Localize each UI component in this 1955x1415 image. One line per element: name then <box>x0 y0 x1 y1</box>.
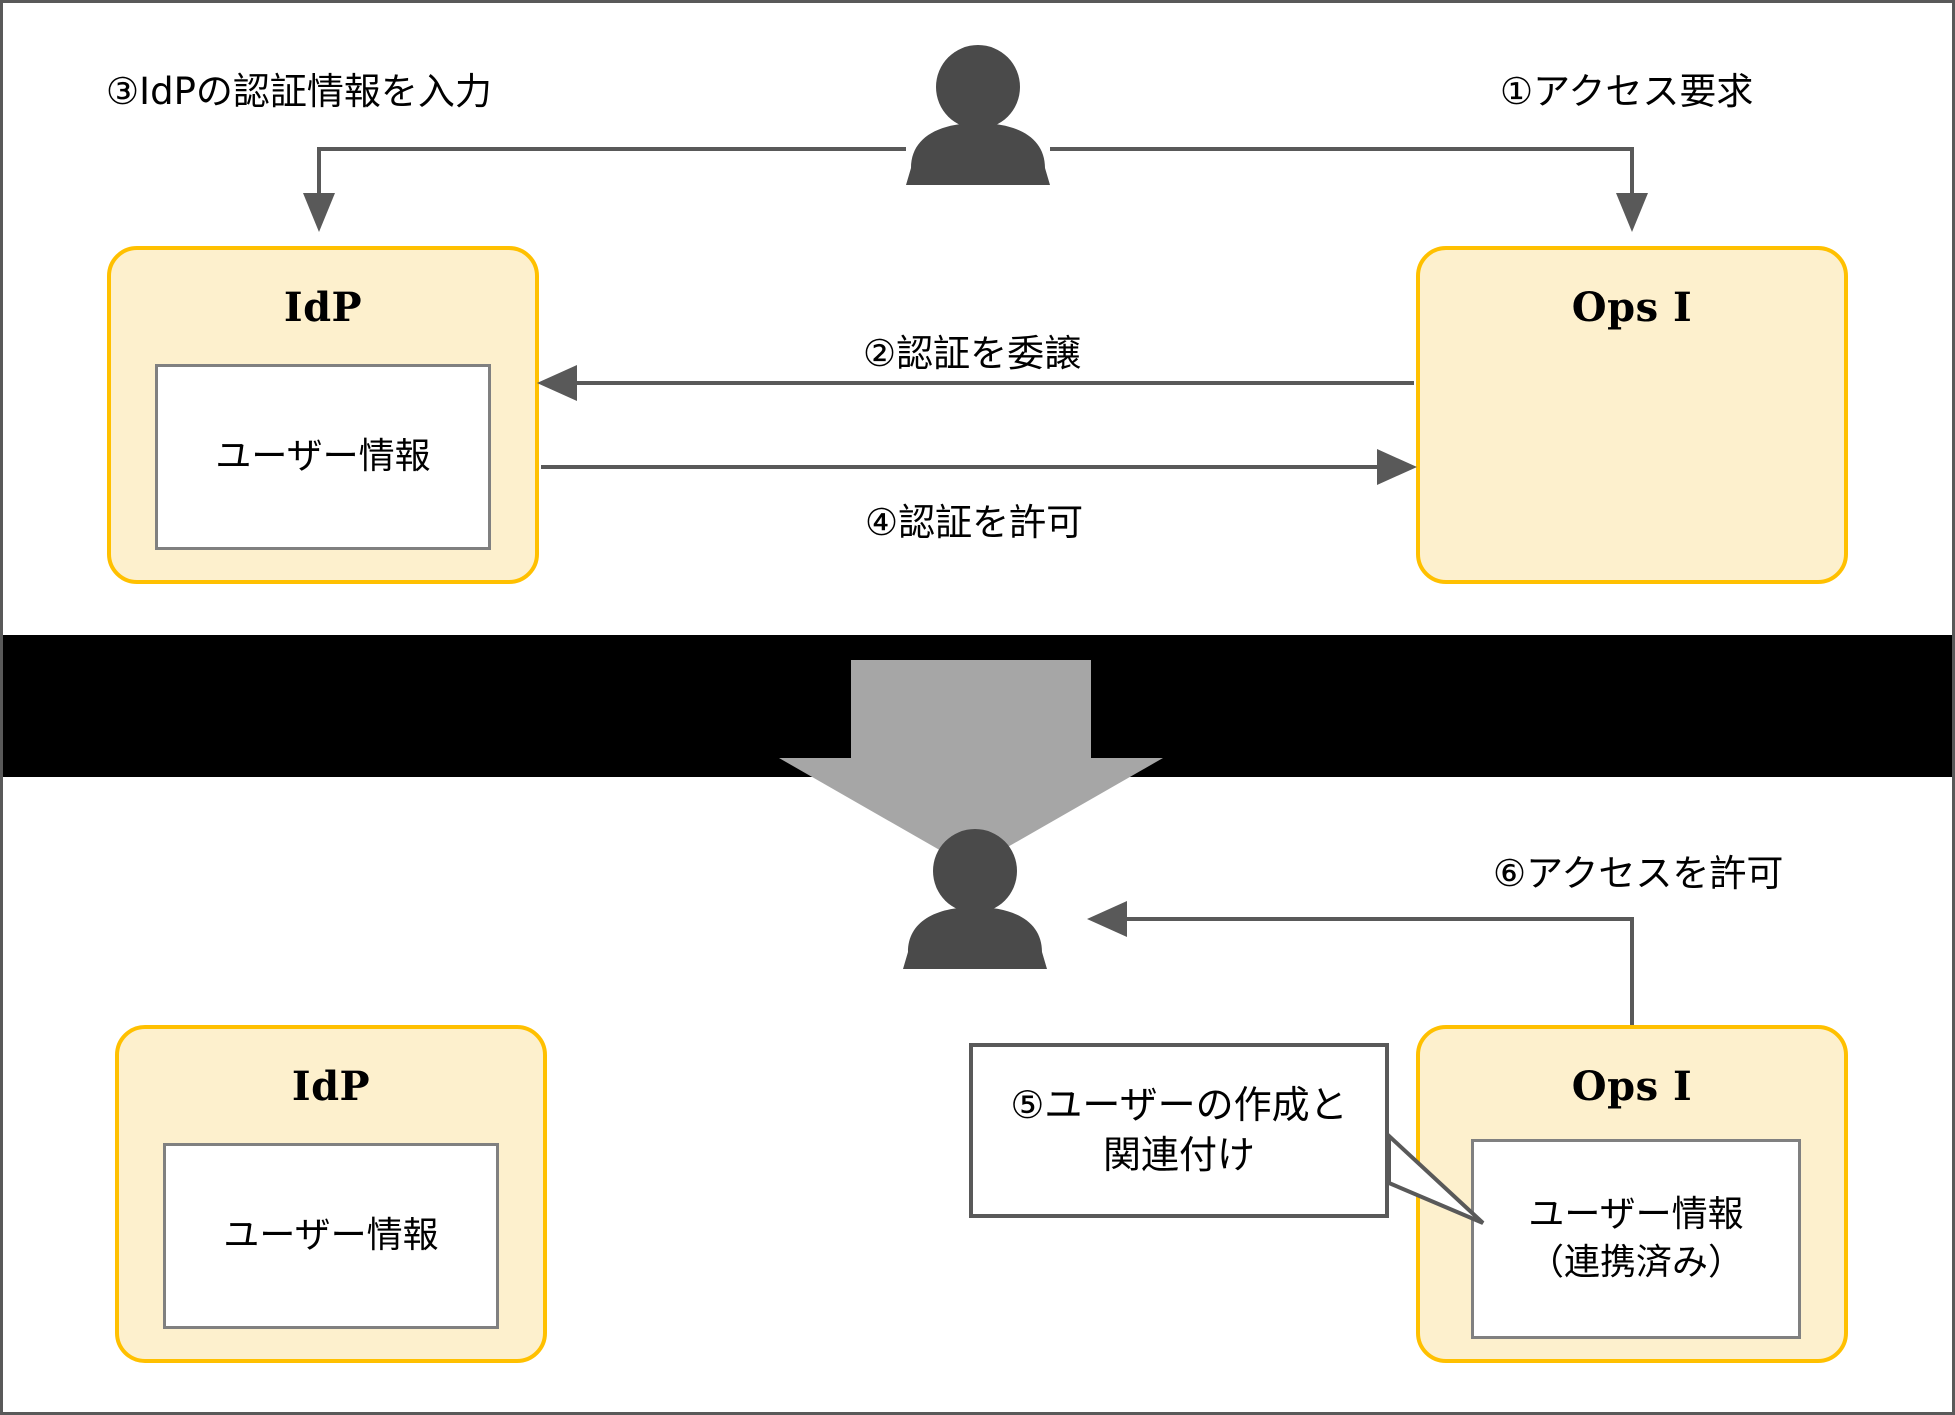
idp-title-top: IdP <box>283 284 363 331</box>
callout-step5[interactable]: ⑤ユーザーの作成と 関連付け <box>969 1043 1389 1218</box>
callout-line2: 関連付け <box>1102 1132 1255 1177</box>
label-step3: ③IdPの認証情報を入力 <box>106 70 492 113</box>
idp-user-info-label-bottom: ユーザー情報 <box>223 1215 439 1257</box>
ops-title-top: Ops I <box>1571 284 1693 331</box>
callout-line1: ⑤ユーザーの作成と <box>1010 1083 1348 1128</box>
ops-user-info-box-bottom: ユーザー情報 （連携済み） <box>1471 1139 1801 1339</box>
idp-title-bottom: IdP <box>291 1063 371 1110</box>
ops-user-info-label-line1: ユーザー情報 <box>1528 1194 1744 1236</box>
section-divider-band <box>3 635 1952 777</box>
idp-user-info-label-top: ユーザー情報 <box>215 436 431 478</box>
idp-box-bottom[interactable]: IdP ユーザー情報 <box>115 1025 547 1363</box>
ops-box-top[interactable]: Ops I <box>1416 246 1848 584</box>
idp-user-info-box-top: ユーザー情報 <box>155 364 491 550</box>
idp-box-top[interactable]: IdP ユーザー情報 <box>107 246 539 584</box>
label-step2: ②認証を委譲 <box>863 332 1082 375</box>
ops-title-bottom: Ops I <box>1571 1063 1693 1110</box>
label-step1: ①アクセス要求 <box>1500 70 1754 113</box>
ops-user-info-label-line2: （連携済み） <box>1527 1242 1744 1283</box>
label-step6: ⑥アクセスを許可 <box>1493 852 1784 895</box>
ops-box-bottom[interactable]: Ops I ユーザー情報 （連携済み） <box>1416 1025 1848 1363</box>
label-step4: ④認証を許可 <box>865 501 1084 544</box>
idp-user-info-box-bottom: ユーザー情報 <box>163 1143 499 1329</box>
